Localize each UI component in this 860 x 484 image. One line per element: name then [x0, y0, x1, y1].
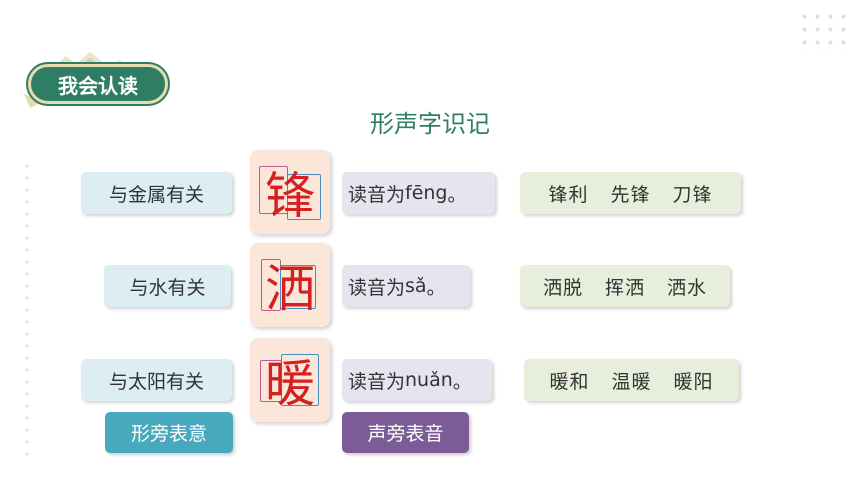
word: 挥洒 — [604, 276, 645, 299]
legend-form-side: 形旁表意 — [105, 412, 233, 453]
pinyin: fēng — [405, 182, 448, 204]
meaning-label-sun: 与太阳有关 — [81, 359, 232, 401]
page-title: 形声字识记 — [370, 110, 490, 138]
word: 先锋 — [610, 183, 651, 206]
reading-suffix: 。 — [452, 370, 472, 393]
character: 锋 — [265, 167, 315, 225]
sound-side-outline — [280, 265, 316, 309]
decorative-dots — [798, 10, 850, 54]
word: 暖阳 — [673, 370, 714, 393]
word: 洒脱 — [542, 276, 583, 299]
character: 暖 — [265, 355, 315, 413]
reading-prefix: 读音为 — [348, 370, 406, 393]
word: 刀锋 — [672, 183, 713, 206]
word-list-sa: 洒脱 挥洒 洒水 — [520, 265, 730, 307]
pinyin: sǎ — [405, 275, 427, 297]
watermark-logo-icon — [823, 416, 839, 456]
meaning-label-water: 与水有关 — [104, 265, 231, 307]
decorative-dotted-line — [25, 160, 29, 460]
word: 锋利 — [548, 183, 589, 206]
sound-side-outline — [281, 354, 319, 406]
pinyin: nuǎn — [405, 369, 453, 391]
word-list-nuan: 暖和 温暖 暖阳 — [524, 359, 739, 401]
legend-sound-side: 声旁表音 — [342, 412, 469, 453]
reading-suffix: 。 — [426, 276, 446, 299]
word: 暖和 — [549, 370, 590, 393]
word: 洒水 — [667, 276, 708, 299]
word: 温暖 — [611, 370, 652, 393]
reading-prefix: 读音为 — [348, 276, 406, 299]
sound-side-outline — [287, 174, 321, 220]
reading-suffix: 。 — [447, 183, 467, 206]
character-card-feng: 锋 — [250, 150, 330, 234]
character-card-nuan: 暖 — [250, 338, 330, 422]
meaning-label-metal: 与金属有关 — [81, 172, 232, 214]
reading-prefix: 读音为 — [348, 183, 406, 206]
word-list-feng: 锋利 先锋 刀锋 — [520, 172, 741, 214]
badge-label: 我会认读 — [28, 64, 168, 104]
character-card-sa: 洒 — [250, 243, 330, 327]
character: 洒 — [265, 260, 315, 318]
section-badge: 我会认读 — [18, 50, 168, 110]
